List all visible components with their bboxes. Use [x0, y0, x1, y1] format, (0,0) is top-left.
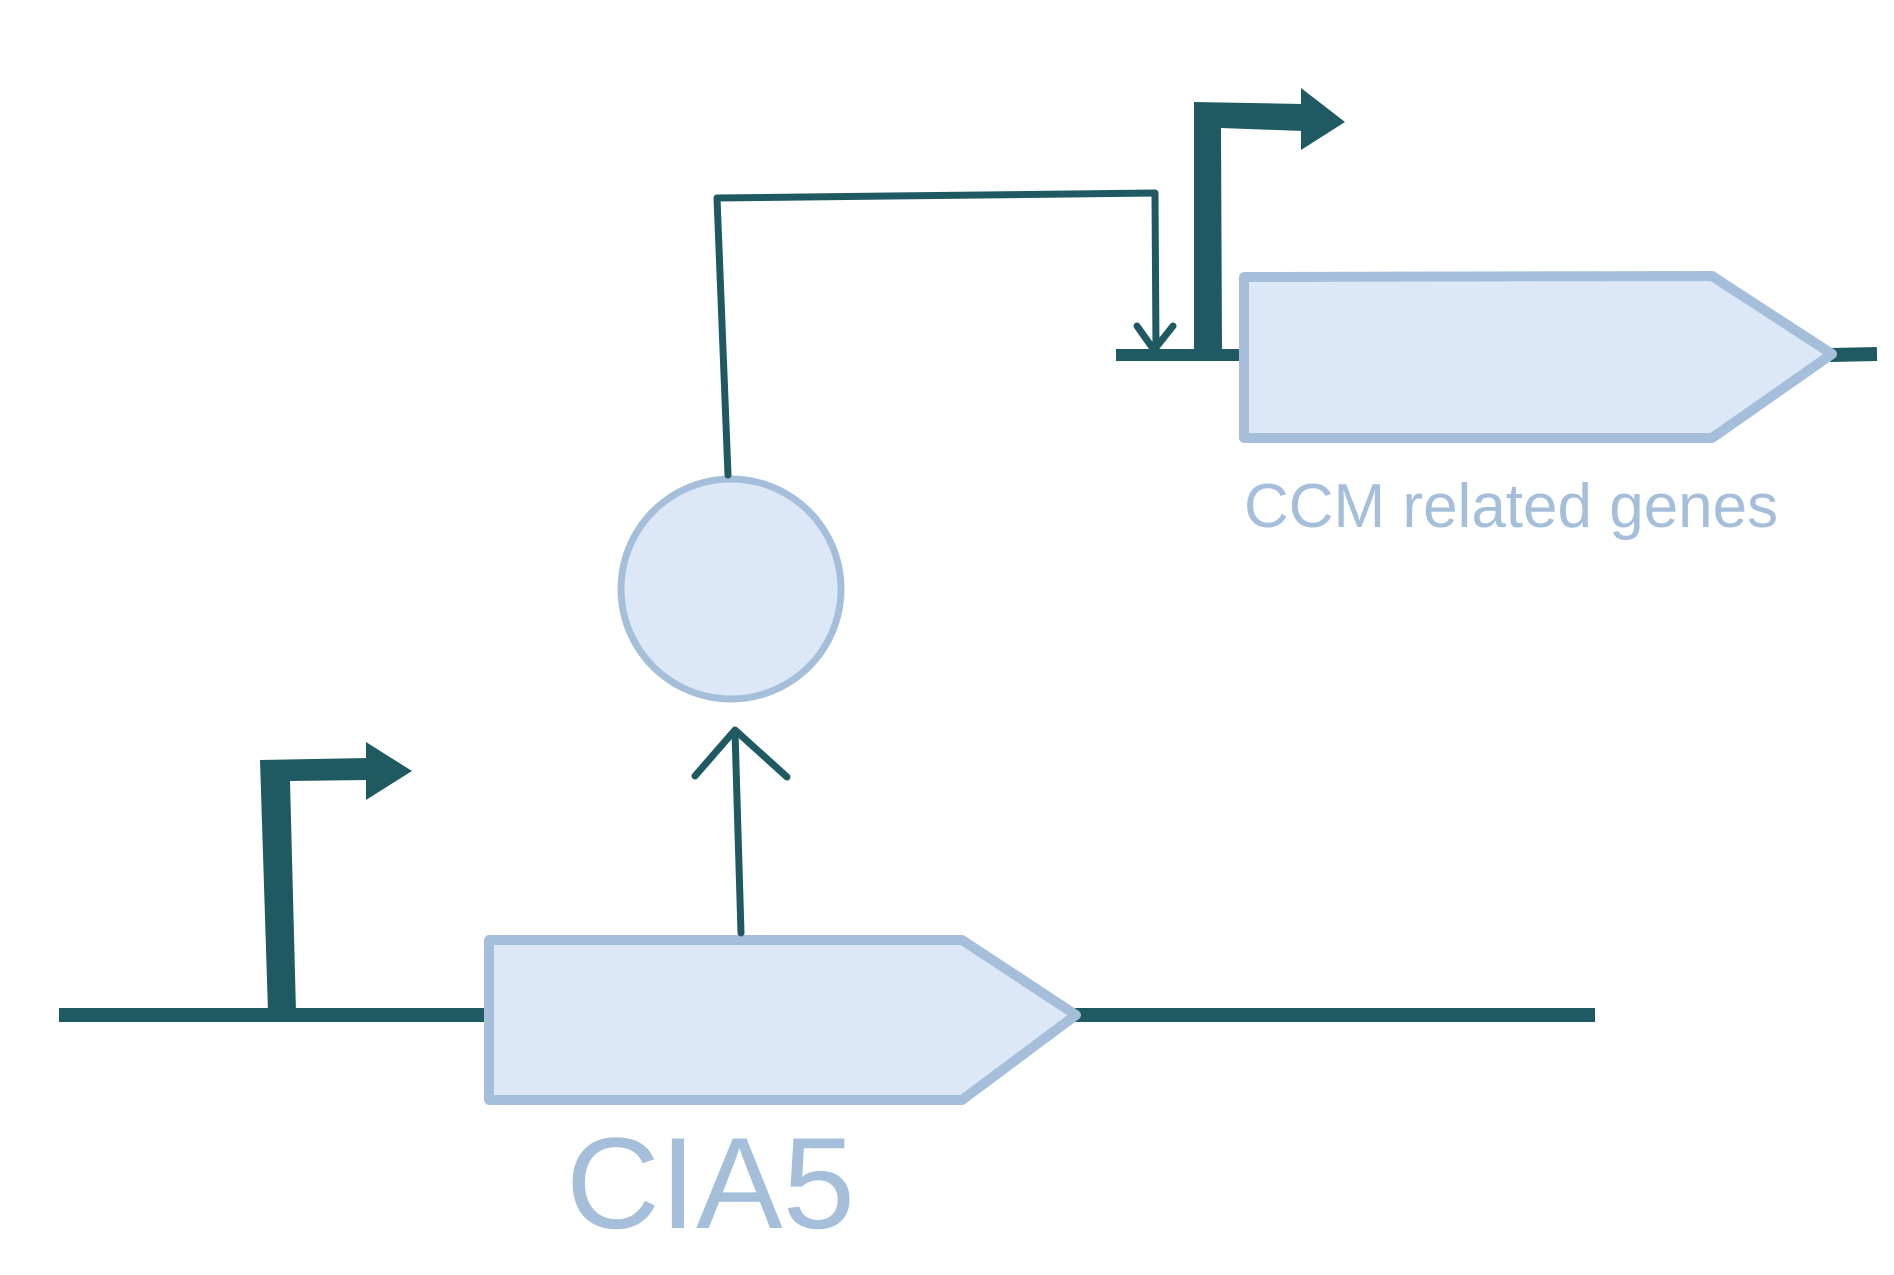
promoter-arrow-top-icon	[1194, 88, 1345, 352]
gene-cia5	[484, 935, 1081, 1105]
gene-ccm-related	[1239, 271, 1837, 443]
promoter-arrow-bottom-icon	[260, 742, 412, 1012]
dna-strand-top-right	[1829, 347, 1878, 362]
protein-node	[617, 475, 845, 703]
gene-label-cia5: CIA5	[566, 1110, 855, 1256]
arrow-protein-to-ccm-icon	[713, 189, 1177, 479]
gene-label-ccm: CCM related genes	[1244, 472, 1778, 541]
arrow-cia5-to-protein-icon	[691, 726, 791, 937]
